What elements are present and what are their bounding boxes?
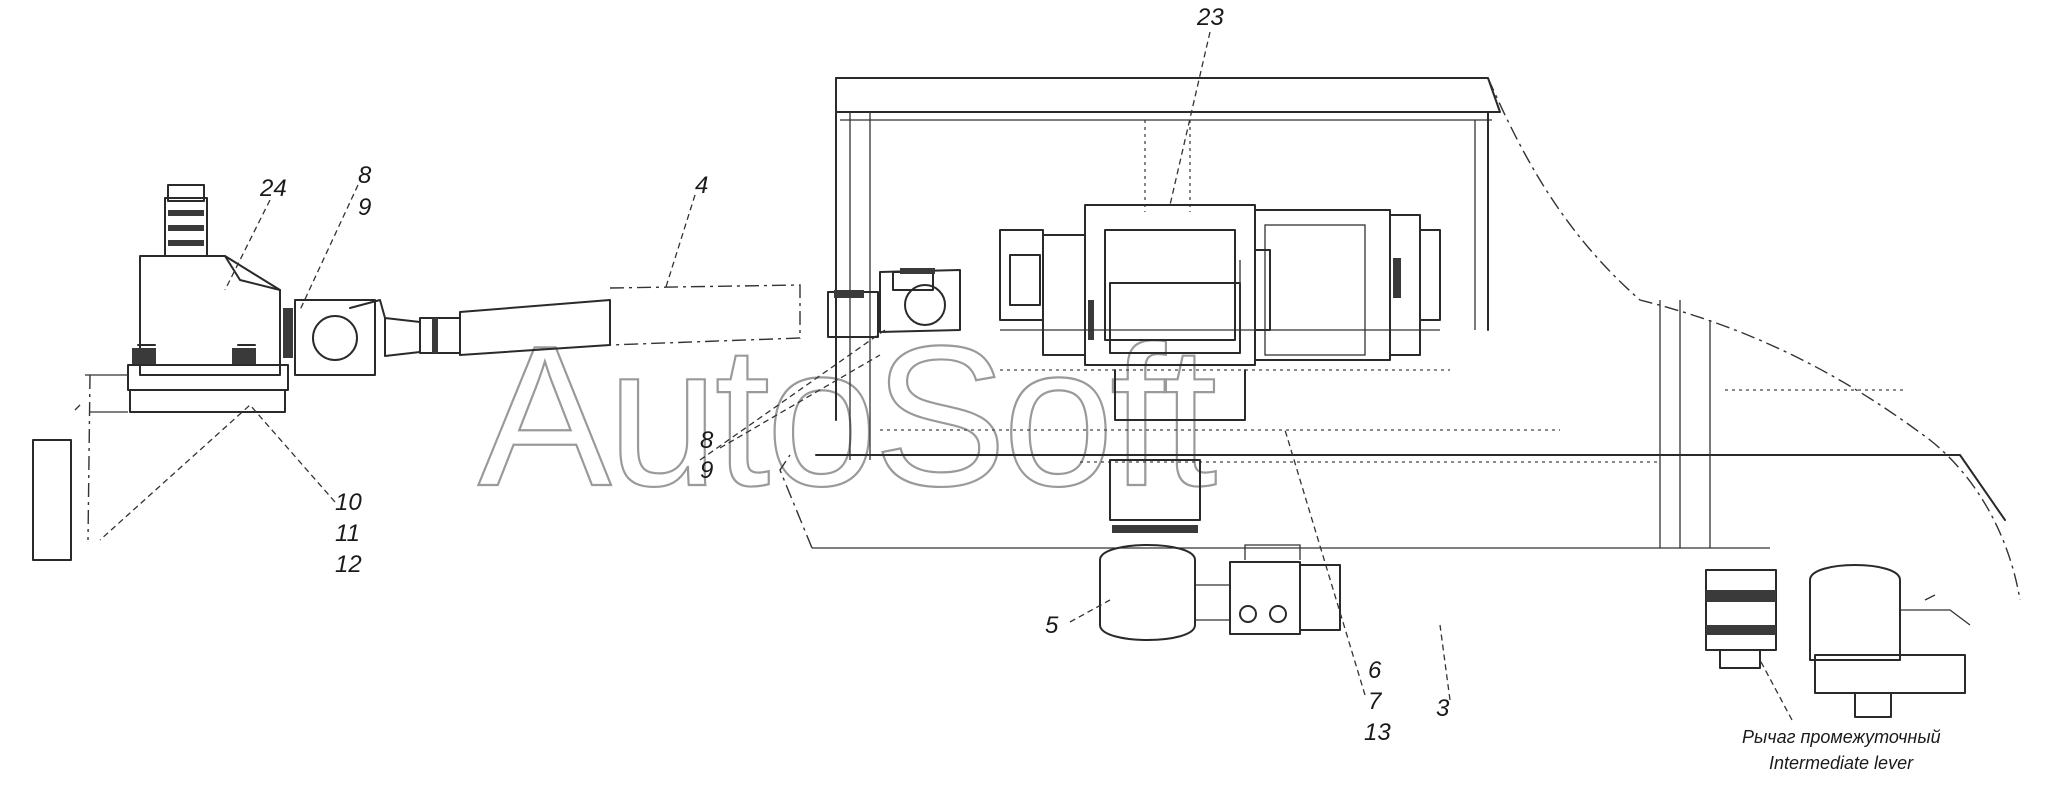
valve-assembly-5	[1099, 459, 1341, 641]
callout-24: 24	[259, 175, 287, 202]
leader-lines	[99, 31, 1793, 721]
control-rod-4	[384, 284, 801, 357]
callout-8-bottom: 8	[700, 427, 714, 454]
watermark: AutoSoft	[478, 305, 1217, 528]
cab-frame	[779, 77, 2021, 601]
rod-end-joint-left	[283, 299, 386, 376]
caption-russian: Рычаг промежуточный	[1742, 727, 1941, 747]
callout-11: 11	[335, 520, 360, 547]
callout-5: 5	[1045, 612, 1059, 639]
intermediate-lever-assembly	[1705, 564, 1971, 718]
callout-9-bottom: 9	[700, 457, 713, 484]
callout-6: 6	[1368, 657, 1382, 684]
callout-10: 10	[335, 489, 362, 516]
callout-23: 23	[1196, 4, 1224, 31]
callout-3: 3	[1436, 695, 1450, 722]
callout-9-top: 9	[358, 194, 371, 221]
callout-13: 13	[1364, 719, 1391, 746]
caption-english: Intermediate lever	[1769, 753, 1914, 773]
pneumatic-cylinder-assembly	[999, 204, 1450, 421]
callout-4: 4	[695, 172, 708, 199]
brake-cylinder-24	[139, 184, 281, 376]
rod-end-joint-right	[827, 268, 961, 338]
callout-7: 7	[1368, 688, 1383, 715]
callout-12: 12	[335, 551, 362, 578]
callout-8-top: 8	[358, 162, 372, 189]
mounting-bracket-10-12	[32, 344, 289, 561]
